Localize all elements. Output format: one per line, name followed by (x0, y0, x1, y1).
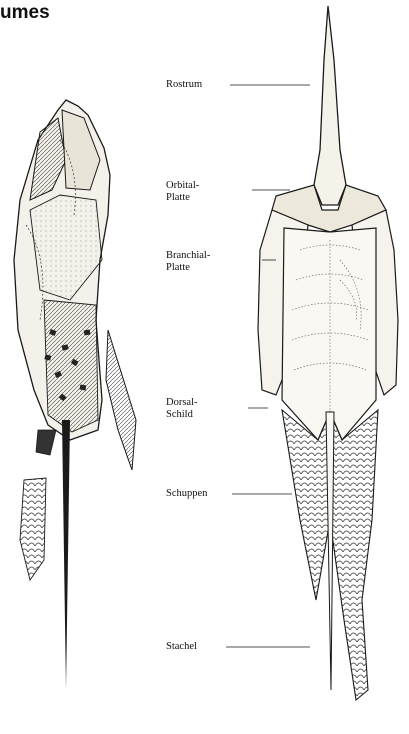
label-spine: Stachel (166, 641, 197, 653)
label-rostrum: Rostrum (166, 79, 202, 91)
dorsal-shield-shape (282, 228, 376, 440)
spine-shape (326, 412, 334, 690)
label-dorsal-shield: Dorsal- Schild (166, 397, 198, 421)
rostrum-shape (314, 6, 346, 205)
label-orbital-plate: Orbital- Platte (166, 180, 199, 204)
label-scales: Schuppen (166, 488, 207, 500)
label-branchial-plate: Branchial- Platte (166, 250, 210, 274)
